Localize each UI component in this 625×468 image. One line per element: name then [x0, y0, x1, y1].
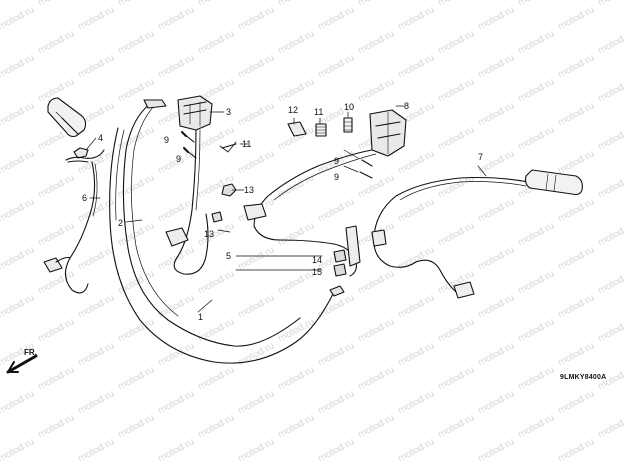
wire-harness-6 — [43, 161, 98, 294]
callout-10: 10 — [344, 102, 354, 112]
spring-10 — [343, 117, 353, 133]
diagram-code: 9LMKY8400A — [560, 374, 607, 381]
callout-5: 5 — [226, 251, 231, 261]
screw-9-left-upper — [181, 131, 195, 143]
switch-housing-3 — [177, 95, 213, 131]
wire-clamp-4 — [65, 147, 105, 163]
screw-9-right-upper — [361, 159, 373, 167]
leader-lines — [85, 105, 487, 313]
connector-14 — [333, 249, 347, 263]
screw-9-right-lower — [359, 171, 373, 179]
callout-6: 6 — [82, 193, 87, 203]
callout-9-left-lower: 9 — [176, 154, 181, 164]
callout-9-right-upper: 9 — [334, 156, 339, 166]
callout-9-left-upper: 9 — [164, 135, 169, 145]
nut-13-upper — [221, 183, 237, 197]
callout-13-lower: 13 — [204, 229, 214, 239]
callout-8: 8 — [404, 101, 409, 111]
cable-2 — [122, 99, 301, 347]
switch-housing-8 — [369, 109, 407, 157]
callout-11-left: 11 — [242, 139, 251, 149]
nut-13-lower — [211, 211, 223, 223]
front-direction-label: FR. — [24, 348, 37, 357]
callout-13-upper: 13 — [244, 185, 254, 195]
cable-5 — [243, 149, 377, 277]
callout-2: 2 — [118, 218, 123, 228]
callout-11-right: 11 — [314, 107, 323, 117]
callout-3: 3 — [226, 107, 231, 117]
spring-11-right — [315, 123, 327, 137]
cable-1 — [109, 127, 345, 364]
callout-14: 14 — [312, 255, 322, 265]
callout-12: 12 — [288, 105, 298, 115]
clip-15 — [333, 263, 347, 277]
cable-7 — [371, 176, 529, 299]
bracket-12 — [287, 121, 307, 137]
switch-3-wire — [165, 129, 209, 275]
callout-4: 4 — [98, 133, 103, 143]
screw-9-left-lower — [183, 147, 197, 159]
callout-15: 15 — [312, 267, 322, 277]
left-grip — [47, 97, 87, 138]
callout-9-right-lower: 9 — [334, 172, 339, 182]
callout-7: 7 — [478, 152, 483, 162]
screw-11-left — [219, 141, 237, 153]
right-grip — [524, 169, 583, 196]
callout-1: 1 — [198, 312, 203, 322]
front-direction-arrow — [6, 354, 38, 374]
